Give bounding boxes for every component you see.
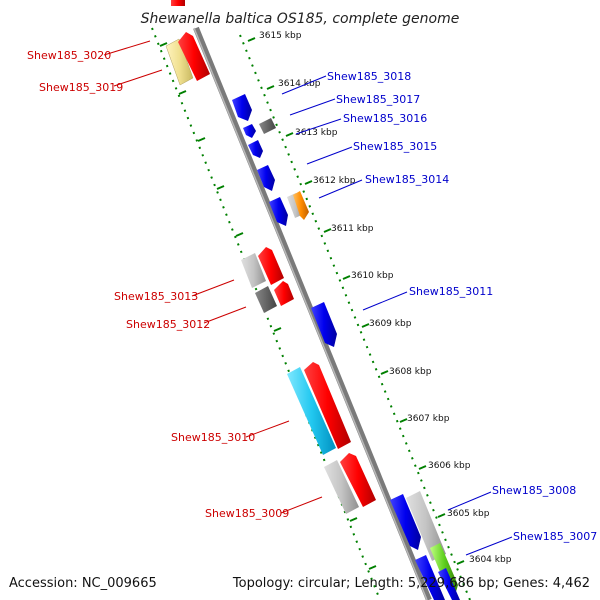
- gene-label-3007[interactable]: Shew185_3007: [513, 530, 597, 543]
- gene-label-3020[interactable]: Shew185_3020: [27, 49, 111, 62]
- scale-ticks: [247, 37, 465, 565]
- genome-backbone: [193, 26, 432, 600]
- gene-arrow-3014-orange: [293, 191, 309, 220]
- gene-arrow-3008-grey: [406, 491, 446, 561]
- gene-arrow-3014-blue-b: [269, 197, 288, 226]
- gene-label-3012[interactable]: Shew185_3012: [126, 318, 210, 331]
- gene-arrow-3013-grey: [241, 253, 266, 288]
- reverse-leaders: [103, 40, 323, 514]
- gene-arrow-3012-red: [274, 281, 294, 306]
- gene-label-3008[interactable]: Shew185_3008: [492, 484, 576, 497]
- tick-label: 3613 kbp: [295, 128, 338, 138]
- accession-label: Accession: NC_009665: [9, 576, 157, 591]
- gene-label-3016[interactable]: Shew185_3016: [343, 112, 427, 125]
- gene-arrow-top-partial: [171, 0, 185, 6]
- map-title: Shewanella baltica OS185, complete genom…: [141, 11, 460, 27]
- gene-arrow-3008-blue: [390, 494, 421, 550]
- gene-arrow-bottom-blue-a: [415, 555, 445, 600]
- gene-arrow-3012-dark: [255, 286, 277, 313]
- gene-arrow-3017: [243, 124, 256, 138]
- tick-label: 3614 kbp: [278, 79, 321, 89]
- gene-label-3015[interactable]: Shew185_3015: [353, 140, 437, 153]
- forward-leaders: [281, 75, 513, 556]
- gene-label-3011[interactable]: Shew185_3011: [409, 285, 493, 298]
- tick-label: 3612 kbp: [313, 176, 356, 186]
- genome-backbone-highlight: [193, 27, 428, 600]
- gene-label-3019[interactable]: Shew185_3019: [39, 81, 123, 94]
- genome-stats-label: Topology: circular; Length: 5,229,686 bp…: [232, 576, 590, 591]
- tick-label: 3606 kbp: [428, 461, 471, 471]
- gene-arrow-3014-blue-a: [257, 165, 275, 191]
- tick-label: 3609 kbp: [369, 319, 412, 329]
- tick-label: 3608 kbp: [389, 367, 432, 377]
- gene-arrow-bottom-blue-b: [438, 568, 460, 600]
- gene-arrow-3020: [178, 32, 210, 81]
- gene-label-3014[interactable]: Shew185_3014: [365, 173, 449, 186]
- gene-label-3017[interactable]: Shew185_3017: [336, 93, 420, 106]
- tick-label: 3604 kbp: [469, 555, 512, 565]
- gene-arrow-3009-grey: [324, 460, 359, 514]
- tick-label: 3607 kbp: [407, 414, 450, 424]
- gene-arrow-3009-red: [340, 453, 376, 507]
- right-boundary-dots: [239, 34, 471, 600]
- tick-label: 3611 kbp: [331, 224, 374, 234]
- tick-label: 3615 kbp: [259, 31, 302, 41]
- gene-arrow-3018: [232, 94, 252, 121]
- gene-arrow-3016: [259, 118, 276, 134]
- gene-arrow-3019: [165, 38, 194, 86]
- gene-arrow-3015: [248, 140, 263, 158]
- gene-label-3013[interactable]: Shew185_3013: [114, 290, 198, 303]
- gene-label-3010[interactable]: Shew185_3010: [171, 431, 255, 444]
- gene-label-3018[interactable]: Shew185_3018: [327, 70, 411, 83]
- gene-arrow-3010-red: [304, 362, 351, 449]
- gene-arrow-3011: [311, 302, 337, 347]
- tick-label: 3610 kbp: [351, 271, 394, 281]
- gene-label-3009[interactable]: Shew185_3009: [205, 507, 289, 520]
- tick-label: 3605 kbp: [447, 509, 490, 519]
- gene-arrow-3013-red: [258, 247, 284, 285]
- gene-arrow-3010-cyan: [287, 367, 336, 455]
